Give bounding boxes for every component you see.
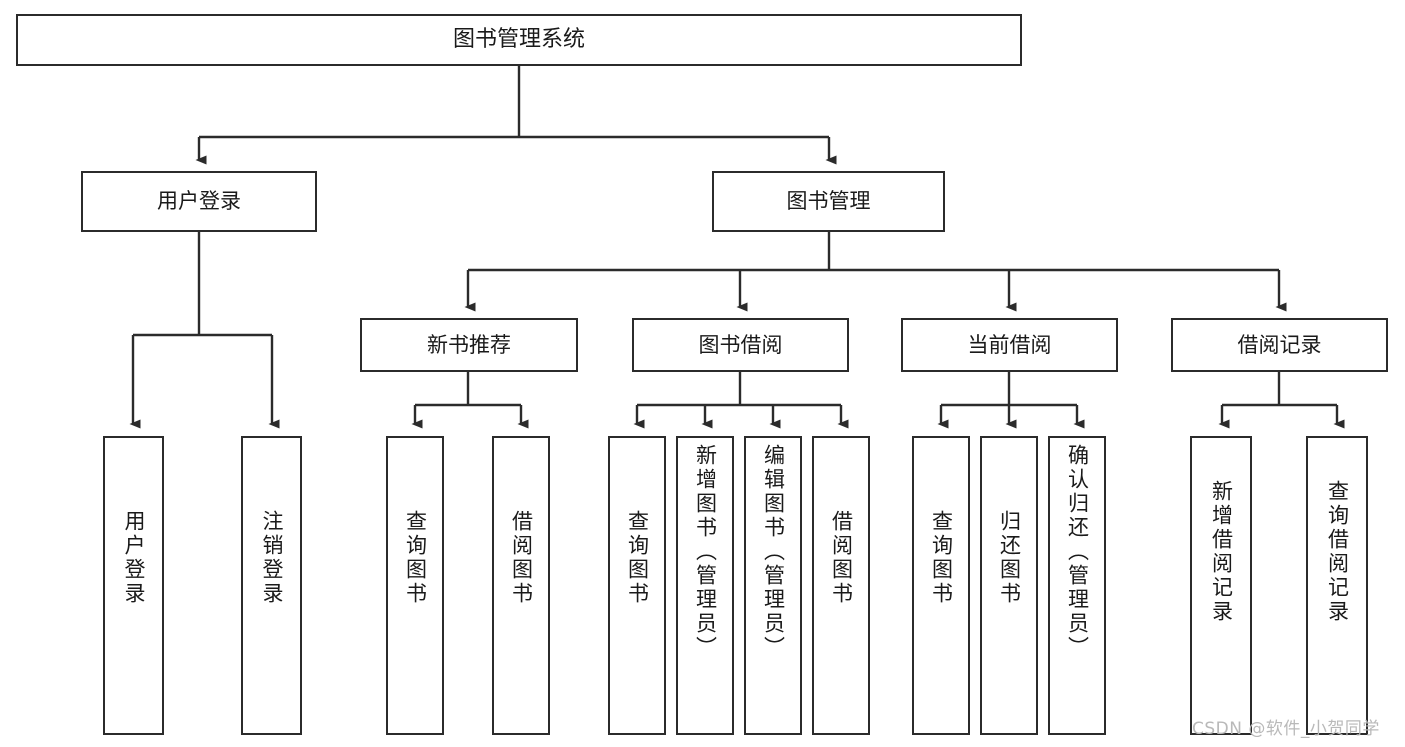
- node-label: 查询借阅记录: [1325, 480, 1350, 624]
- leaf-borrow-record-query-record[interactable]: 查询借阅记录: [1306, 436, 1368, 735]
- leaf-user-login-logout[interactable]: 注销登录: [241, 436, 302, 735]
- node-label: 用户登录: [122, 510, 146, 606]
- node-label: 归还图书: [997, 510, 1022, 606]
- leaf-current-borrow-confirm-return-admin[interactable]: 确认归还（管理员）: [1048, 436, 1106, 735]
- node-book-management[interactable]: 图书管理: [712, 171, 945, 232]
- node-label: 查询图书: [929, 510, 954, 606]
- leaf-book-borrow-borrow-book[interactable]: 借阅图书: [812, 436, 870, 735]
- leaf-current-borrow-query-book[interactable]: 查询图书: [912, 436, 970, 735]
- node-label: 注销登录: [260, 510, 284, 606]
- leaf-current-borrow-return-book[interactable]: 归还图书: [980, 436, 1038, 735]
- node-root-book-management-system[interactable]: 图书管理系统: [16, 14, 1022, 66]
- node-label: 新书推荐: [427, 332, 511, 357]
- leaf-new-book-borrow-book[interactable]: 借阅图书: [492, 436, 550, 735]
- leaf-borrow-record-add-record[interactable]: 新增借阅记录: [1190, 436, 1252, 735]
- leaf-book-borrow-add-book-admin[interactable]: 新增图书（管理员）: [676, 436, 734, 735]
- node-label: 新增借阅记录: [1209, 480, 1234, 624]
- node-label: 借阅图书: [829, 510, 854, 606]
- node-label: 新增图书（管理员）: [693, 444, 718, 660]
- node-label: 查询图书: [403, 510, 428, 606]
- leaf-book-borrow-edit-book-admin[interactable]: 编辑图书（管理员）: [744, 436, 802, 735]
- node-label: 借阅记录: [1237, 332, 1322, 357]
- node-label: 确认归还（管理员）: [1065, 444, 1090, 660]
- watermark-text: CSDN @软件_小贺同学: [1192, 719, 1380, 739]
- node-label: 图书借阅: [698, 332, 783, 357]
- leaf-book-borrow-query-book[interactable]: 查询图书: [608, 436, 666, 735]
- node-book-borrow[interactable]: 图书借阅: [632, 318, 849, 372]
- node-label: 图书管理: [786, 189, 871, 214]
- node-borrow-record[interactable]: 借阅记录: [1171, 318, 1388, 372]
- leaf-user-login-login[interactable]: 用户登录: [103, 436, 164, 735]
- node-label: 查询图书: [625, 510, 650, 606]
- node-label: 借阅图书: [509, 510, 534, 606]
- node-current-borrow[interactable]: 当前借阅: [901, 318, 1118, 372]
- node-new-book-recommend[interactable]: 新书推荐: [360, 318, 578, 372]
- node-label: 当前借阅: [967, 332, 1052, 357]
- node-user-login[interactable]: 用户登录: [81, 171, 317, 232]
- node-label: 编辑图书（管理员）: [761, 444, 786, 660]
- leaf-new-book-query-book[interactable]: 查询图书: [386, 436, 444, 735]
- node-label: 用户登录: [157, 189, 241, 214]
- node-label: 图书管理系统: [452, 27, 585, 53]
